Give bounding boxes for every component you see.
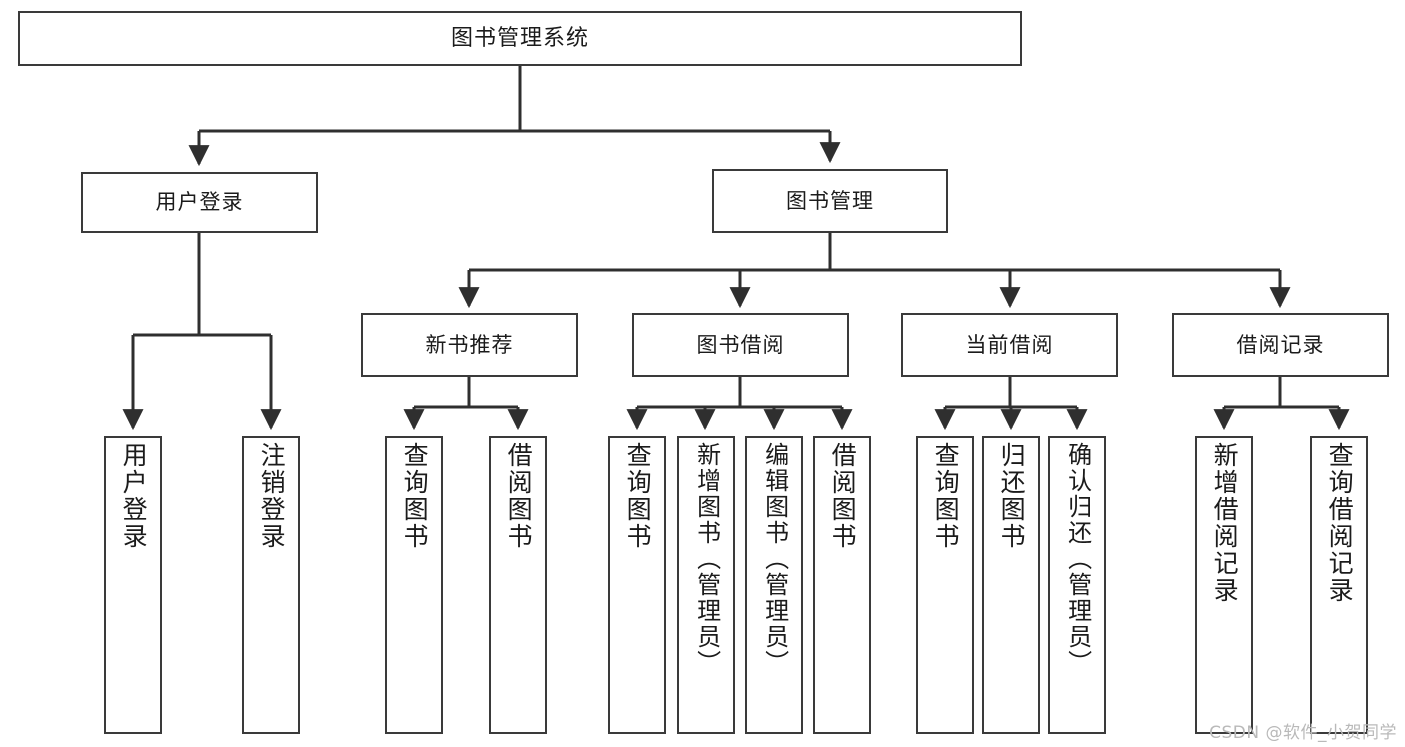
node-book-borrow-label: 图书借阅 [696, 332, 785, 357]
leaf-current-return-book-label: 归还图书 [997, 442, 1027, 550]
leaf-borrow-edit-book[interactable]: 编辑图书（管理员） [745, 436, 803, 734]
leaf-user-login-signin-label: 用户登录 [119, 442, 149, 550]
leaf-record-add-record[interactable]: 新增借阅记录 [1195, 436, 1253, 734]
node-book-management[interactable]: 图书管理 [712, 169, 948, 233]
leaf-current-confirm-return-label: 确认归还（管理员） [1063, 442, 1092, 676]
node-book-management-label: 图书管理 [786, 188, 874, 213]
leaf-current-query-book-label: 查询图书 [931, 442, 961, 550]
leaf-recommend-borrow-book-label: 借阅图书 [504, 442, 534, 550]
node-borrow-record[interactable]: 借阅记录 [1172, 313, 1389, 377]
leaf-record-query-record[interactable]: 查询借阅记录 [1310, 436, 1368, 734]
node-user-login-label: 用户登录 [155, 190, 244, 215]
leaf-recommend-borrow-book[interactable]: 借阅图书 [489, 436, 547, 734]
leaf-user-login-signout-label: 注销登录 [257, 442, 287, 550]
leaf-borrow-edit-book-label: 编辑图书（管理员） [760, 442, 789, 676]
node-borrow-record-label: 借阅记录 [1236, 332, 1325, 357]
node-new-book-recommend[interactable]: 新书推荐 [361, 313, 578, 377]
node-user-login[interactable]: 用户登录 [81, 172, 318, 233]
node-current-borrow[interactable]: 当前借阅 [901, 313, 1118, 377]
leaf-record-query-record-label: 查询借阅记录 [1325, 442, 1355, 604]
node-root-system-label: 图书管理系统 [450, 25, 589, 51]
node-new-book-recommend-label: 新书推荐 [425, 332, 514, 357]
leaf-borrow-borrow-book[interactable]: 借阅图书 [813, 436, 871, 734]
leaf-record-add-record-label: 新增借阅记录 [1210, 442, 1240, 604]
leaf-user-login-signin[interactable]: 用户登录 [104, 436, 162, 734]
leaf-borrow-add-book[interactable]: 新增图书（管理员） [677, 436, 735, 734]
leaf-recommend-query-book[interactable]: 查询图书 [385, 436, 443, 734]
node-root-system[interactable]: 图书管理系统 [18, 11, 1022, 66]
leaf-borrow-query-book[interactable]: 查询图书 [608, 436, 666, 734]
leaf-recommend-query-book-label: 查询图书 [400, 442, 430, 550]
leaf-user-login-signout[interactable]: 注销登录 [242, 436, 300, 734]
leaf-current-query-book[interactable]: 查询图书 [916, 436, 974, 734]
csdn-watermark: CSDN @软件_小贺同学 [1209, 723, 1397, 743]
leaf-borrow-add-book-label: 新增图书（管理员） [692, 442, 721, 676]
leaf-current-return-book[interactable]: 归还图书 [982, 436, 1040, 734]
leaf-borrow-borrow-book-label: 借阅图书 [828, 442, 858, 550]
node-book-borrow[interactable]: 图书借阅 [632, 313, 849, 377]
leaf-current-confirm-return[interactable]: 确认归还（管理员） [1048, 436, 1106, 734]
node-current-borrow-label: 当前借阅 [965, 332, 1054, 357]
leaf-borrow-query-book-label: 查询图书 [623, 442, 653, 550]
